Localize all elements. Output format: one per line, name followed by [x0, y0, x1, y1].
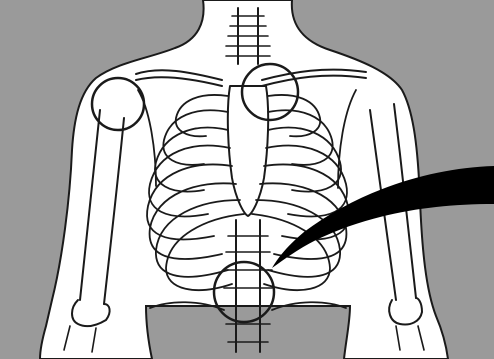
cervical-spine	[226, 8, 270, 64]
